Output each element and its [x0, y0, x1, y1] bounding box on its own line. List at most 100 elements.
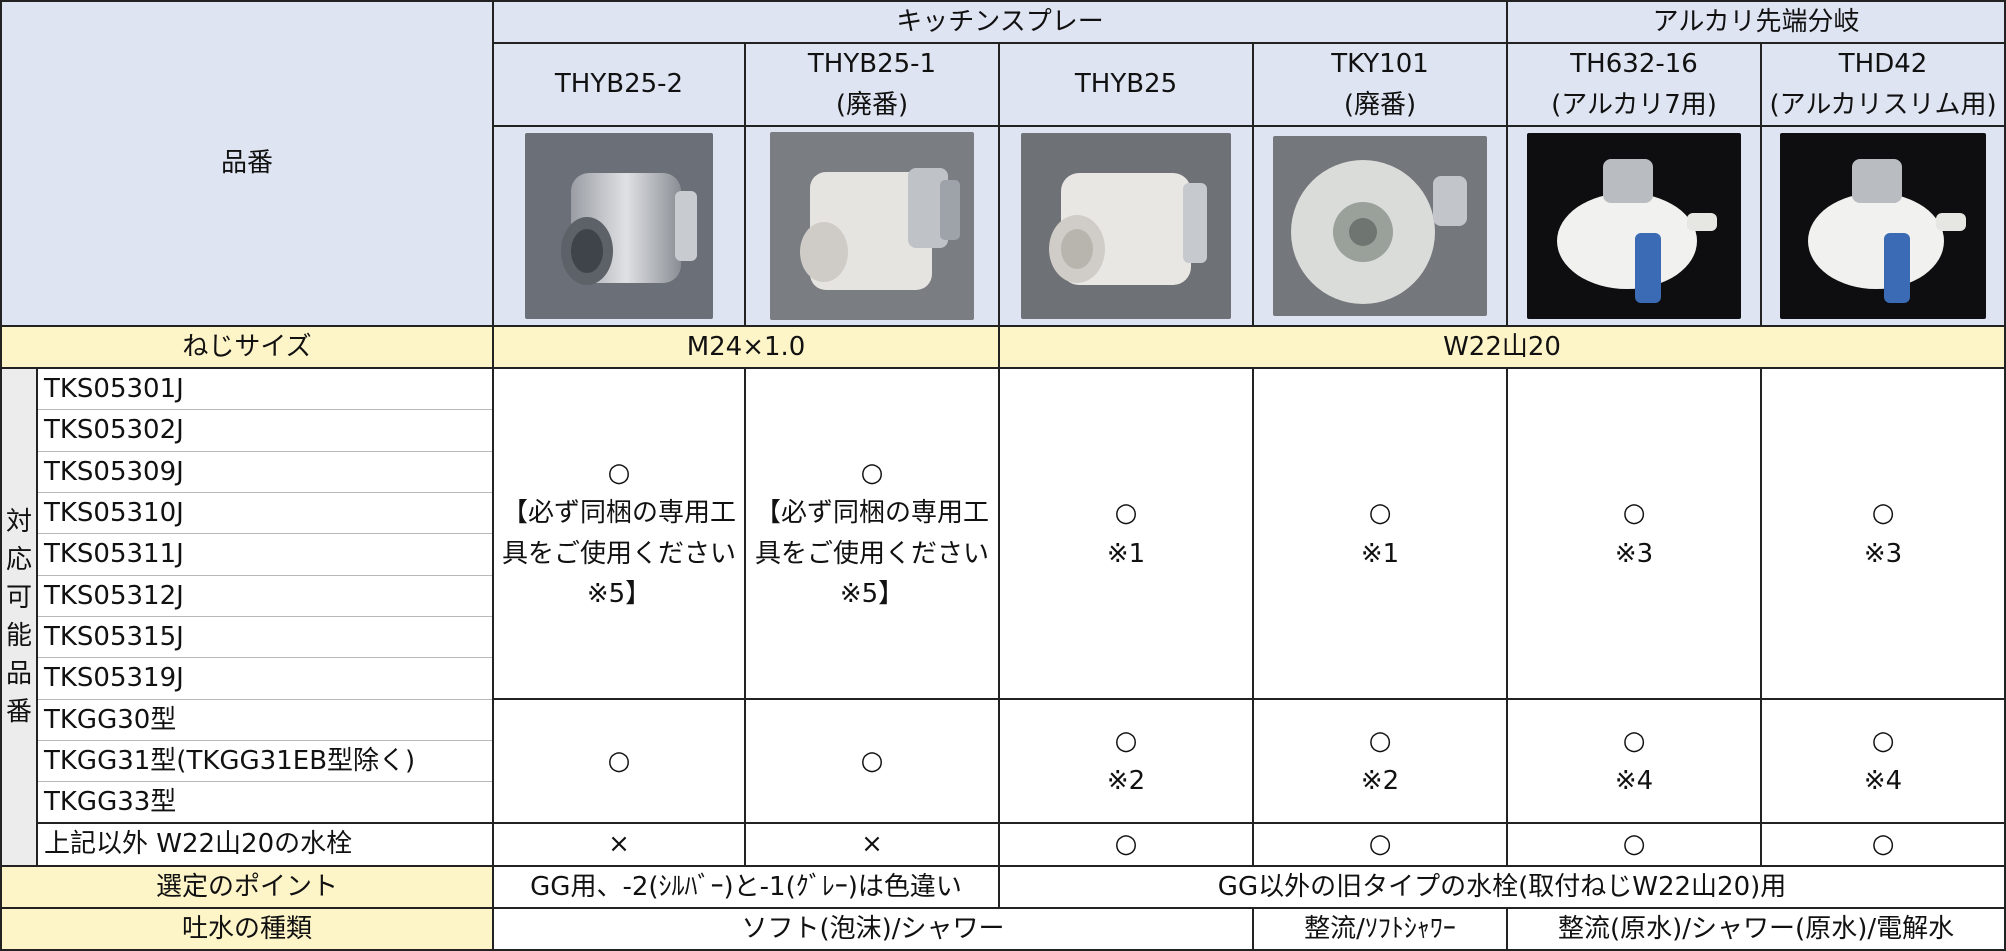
kitchen-spray-group-header: キッチンスプレー: [492, 0, 1509, 45]
compat-cell-thd42-g2: ○ ※4: [1760, 698, 2006, 825]
alkali-branch-group-header: アルカリ先端分岐: [1506, 0, 2006, 45]
compat-cell-thyb25-1-g1: ○ 【必ず同梱の専用工 具をご使用ください ※5】: [744, 367, 1001, 701]
side-char: 対: [5, 506, 32, 537]
product-header-thyb25-1: THYB25-1 (廃番): [744, 42, 1001, 127]
model-name: TKS05302J: [35, 409, 495, 452]
compat-mark: ○: [1622, 498, 1646, 529]
model-name: TKGG31型(TKGG31EB型除く): [35, 739, 495, 783]
compat-mark: ○: [1368, 498, 1392, 529]
product-photo-cell: [1760, 124, 2006, 327]
product-note: (廃番): [835, 89, 909, 120]
product-photo-thyb25-2: [525, 132, 714, 319]
compat-mark: ○: [1622, 725, 1646, 756]
compat-note: ※4: [1863, 766, 1903, 797]
selection-point-label: 選定のポイント: [0, 864, 495, 910]
compatible-models-side-label: 対 応 可 能 品 番: [0, 367, 38, 867]
compat-note: ※5】: [839, 578, 905, 609]
compat-cell-thyb25-2-g1: ○ 【必ず同梱の専用工 具をご使用ください ※5】: [492, 367, 747, 701]
other-value-tky101: ○: [1252, 822, 1509, 867]
compat-cell-tky101-g1: ○ ※1: [1252, 367, 1509, 701]
compat-cell-th632-g1: ○ ※3: [1506, 367, 1763, 701]
compat-mark: ○: [860, 746, 884, 777]
product-note: (アルカリスリム用): [1769, 89, 1997, 120]
spout-type-label: 吐水の種類: [0, 907, 495, 951]
product-header-th632-16: TH632-16 (アルカリ7用): [1506, 42, 1763, 127]
thread-m24-text: M24×1.0: [686, 331, 806, 362]
compat-note: 【必ず同梱の専用工: [755, 498, 990, 529]
compat-note: 【必ず同梱の専用工: [502, 498, 737, 529]
spout-type-soft: ソフト(泡沫)/シャワー: [492, 907, 1255, 951]
product-name: THYB25: [1074, 69, 1178, 100]
model-name: TKGG33型: [35, 781, 495, 824]
compat-mark: ○: [1114, 725, 1138, 756]
thread-size-label: ねじサイズ: [182, 331, 312, 362]
side-char: 応: [5, 544, 32, 575]
product-photo-thd42: [1780, 132, 1987, 319]
product-header-thyb25-2: THYB25-2: [492, 42, 747, 127]
thread-w22-text: W22山20: [1443, 331, 1561, 362]
model-name: TKS05310J: [35, 492, 495, 535]
selection-point-right: GG以外の旧タイプの水栓(取付ねじW22山20)用: [998, 864, 2006, 910]
thread-size-w22: W22山20: [998, 324, 2006, 370]
compat-mark: ○: [1871, 498, 1895, 529]
compat-cell-thyb25-g2: ○ ※2: [998, 698, 1255, 825]
side-char: 番: [5, 696, 32, 727]
model-name: TKS05315J: [35, 615, 495, 659]
side-char: 品: [5, 658, 32, 689]
other-value-thyb25-2: ×: [492, 822, 747, 867]
compat-note: ※1: [1106, 538, 1146, 569]
product-name: THYB25-2: [554, 69, 684, 100]
compat-mark: ○: [1368, 725, 1392, 756]
product-name: THYB25-1: [807, 49, 937, 80]
other-value-thyb25-1: ×: [744, 822, 1001, 867]
compat-note: ※3: [1863, 538, 1903, 569]
spout-type-electrolyzed: 整流(原水)/シャワー(原水)/電解水: [1506, 907, 2006, 951]
product-header-thyb25: THYB25: [998, 42, 1255, 127]
compat-note: ※2: [1106, 766, 1146, 797]
model-name: TKS05309J: [35, 450, 495, 494]
product-header-thd42: THD42 (アルカリスリム用): [1760, 42, 2006, 127]
thread-size-m24: M24×1.0: [492, 324, 1001, 370]
product-note: (アルカリ7用): [1551, 89, 1717, 120]
compat-cell-thyb25-1-g2: ○: [744, 698, 1001, 825]
product-header-tky101: TKY101 (廃番): [1252, 42, 1509, 127]
product-photo-thyb25: [1021, 132, 1232, 319]
other-value-thyb25: ○: [998, 822, 1255, 867]
product-photo-cell: [1506, 124, 1763, 327]
part-number-label: 品番: [221, 148, 274, 179]
other-value-th632-16: ○: [1506, 822, 1763, 867]
compat-mark: ○: [860, 458, 884, 489]
compat-cell-tky101-g2: ○ ※2: [1252, 698, 1509, 825]
compat-note: ※4: [1614, 766, 1654, 797]
model-name: TKS05312J: [35, 574, 495, 617]
model-name: TKS05301J: [35, 367, 495, 411]
product-photo-cell: [998, 124, 1255, 327]
product-photo-cell: [1252, 124, 1509, 327]
compat-mark: ○: [1871, 725, 1895, 756]
spout-type-straight: 整流/ｿﾌﾄｼｬﾜｰ: [1252, 907, 1509, 951]
thread-size-label-cell: ねじサイズ: [0, 324, 495, 370]
product-photo-thyb25-1: [770, 131, 975, 320]
compat-mark: ○: [607, 746, 631, 777]
compat-mark: ○: [607, 458, 631, 489]
product-photo-tky101: [1273, 135, 1488, 316]
compat-cell-thd42-g1: ○ ※3: [1760, 367, 2006, 701]
compat-cell-thyb25-g1: ○ ※1: [998, 367, 1255, 701]
selection-point-left: GG用、-2(ｼﾙﾊﾞｰ)と-1(ｸﾞﾚｰ)は色違い: [492, 864, 1001, 910]
product-photo-cell: [744, 124, 1001, 327]
compat-note: ※3: [1614, 538, 1654, 569]
alkali-branch-label: アルカリ先端分岐: [1652, 7, 1860, 37]
part-number-header: 品番: [0, 0, 495, 327]
model-name: TKGG30型: [35, 698, 495, 741]
side-char: 可: [5, 582, 32, 613]
model-name: TKS05311J: [35, 533, 495, 576]
product-photo-th632-16: [1527, 132, 1742, 319]
compat-note: 具をご使用ください: [755, 538, 990, 569]
other-faucets-label: 上記以外 W22山20の水栓: [35, 822, 495, 867]
compat-note: 具をご使用ください: [502, 538, 737, 569]
compat-note: ※5】: [586, 578, 652, 609]
product-name: TKY101: [1331, 49, 1429, 80]
kitchen-spray-label: キッチンスプレー: [896, 7, 1104, 37]
product-photo-cell: [492, 124, 747, 327]
